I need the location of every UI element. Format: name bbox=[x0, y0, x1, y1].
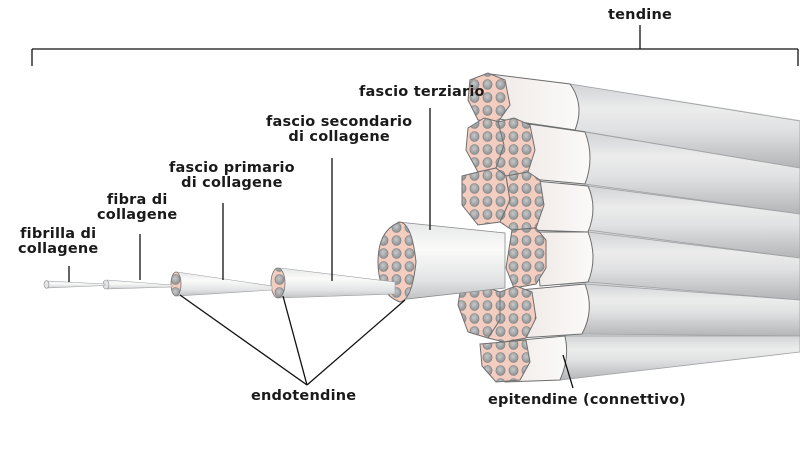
label-fibrilla-di-collagene: fibrilla di collagene bbox=[18, 227, 98, 257]
tendon-bracket bbox=[31, 25, 799, 66]
label-tendine: tendine bbox=[608, 7, 672, 23]
label-fascio-primario-line1: fascio primario bbox=[169, 160, 295, 176]
label-epitendine: epitendine (connettivo) bbox=[488, 392, 686, 408]
label-fibrilla-line1: fibrilla di bbox=[20, 226, 97, 242]
label-fascio-secondario-line2: di collagene bbox=[288, 129, 390, 145]
epitendine-pointer bbox=[562, 354, 574, 389]
secondary-fascicle bbox=[377, 221, 506, 303]
label-fibra-di-collagene: fibra di collagene bbox=[97, 193, 177, 223]
label-fascio-terziario: fascio terziario bbox=[359, 84, 485, 100]
label-fibra-line2: collagene bbox=[97, 207, 178, 223]
label-fibra-line1: fibra di bbox=[106, 192, 168, 208]
tendon-body bbox=[559, 82, 800, 381]
collagen-fiber bbox=[102, 279, 173, 290]
label-fascio-primario: fascio primario di collagene bbox=[169, 161, 295, 191]
primary-fascicle-cone bbox=[270, 267, 396, 299]
label-fibrilla-line2: collagene bbox=[18, 241, 99, 257]
label-endotendine: endotendine bbox=[251, 388, 357, 404]
label-fascio-secondario-line1: fascio secondario bbox=[266, 114, 413, 130]
label-fascio-secondario: fascio secondario di collagene bbox=[266, 115, 412, 145]
tertiary-fascicle-caps bbox=[457, 72, 594, 383]
pointer-lines bbox=[68, 108, 431, 386]
label-fascio-primario-line2: di collagene bbox=[181, 175, 283, 191]
fiber-cone bbox=[170, 271, 273, 297]
collagen-fibril bbox=[43, 280, 106, 289]
